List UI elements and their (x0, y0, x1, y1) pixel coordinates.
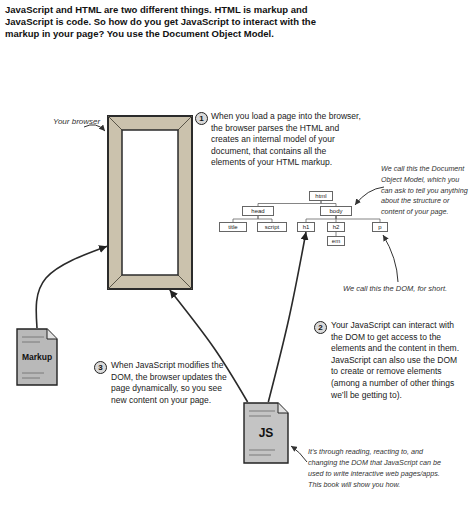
browser-window: Your browser (107, 115, 193, 290)
browser-frame (107, 115, 193, 290)
tree-branch (233, 216, 258, 222)
flow-arrow (268, 232, 306, 402)
document-name: JS (259, 426, 274, 440)
callout-circle: 1 (195, 112, 208, 125)
markup-file-icon: Markup (16, 328, 58, 386)
browser-viewport (122, 130, 178, 275)
callout-circle: 3 (94, 361, 107, 374)
tree-branch (258, 216, 272, 222)
element-name: html (315, 193, 326, 200)
leader-arrow (291, 446, 307, 462)
text-holder: body (321, 207, 351, 215)
file-scribble (22, 337, 44, 338)
frame-outer (108, 116, 192, 289)
callout-text: Your JavaScript can interact with the DO… (331, 320, 466, 401)
element-name: em (332, 238, 340, 245)
element-name: script (265, 224, 279, 231)
callout-text: When you load a page into the browser, t… (211, 111, 363, 169)
text-holder: script (258, 223, 286, 231)
leader-arrow (355, 187, 384, 205)
frame-bevel (108, 275, 122, 289)
file-page (17, 329, 57, 385)
callout-number: 3 (98, 364, 102, 372)
text-holder: Your browser (53, 117, 100, 126)
text-holder: title (220, 223, 246, 231)
handwritten-note: We call this the DOM, for short. (343, 284, 471, 294)
tree-branch (336, 216, 337, 222)
handwritten-note: It’s through reading, reacting to, and c… (308, 446, 444, 490)
file-scribble (249, 455, 271, 456)
element-name: p (378, 224, 381, 231)
handwritten-note: We call this the Document Object Model, … (381, 164, 469, 218)
text-holder: p (373, 223, 387, 231)
text-holder: h2 (328, 223, 344, 231)
text-holder: Markup (16, 328, 58, 386)
file-scribble (22, 373, 44, 374)
text-holder: html (310, 192, 332, 200)
file-scribble (249, 450, 275, 451)
frame-bevel (178, 275, 192, 289)
file-scribble (249, 411, 275, 412)
text-holder: JS (243, 402, 289, 464)
text-holder: head (243, 207, 273, 215)
flow-arrow (36, 246, 107, 328)
tree-branch (336, 216, 380, 222)
dom-element-box: html (309, 191, 333, 201)
callout-text: When JavaScript modifies the DOM, the br… (111, 360, 230, 406)
file-scribble (22, 378, 40, 379)
text-holder: em (328, 237, 344, 245)
element-name: title (228, 224, 237, 231)
dom-element-box: p (372, 222, 388, 232)
dom-element-box: em (327, 236, 345, 246)
tree-branch (258, 201, 321, 206)
file-scribble (22, 342, 40, 343)
file-fold (278, 403, 288, 413)
heading-text: JavaScript and HTML are two different th… (5, 4, 335, 40)
dom-element-box: script (257, 222, 287, 232)
file-fold (47, 329, 57, 339)
callout-number: 2 (318, 324, 322, 332)
tree-branch (306, 216, 336, 222)
element-name: body (329, 208, 342, 215)
flow-arrow (170, 290, 248, 402)
text-holder: 3 (95, 362, 106, 373)
text-holder: 1 (196, 113, 207, 124)
callout-number: 1 (199, 115, 203, 123)
element-name: h1 (303, 224, 310, 231)
browser-label: Your browser (53, 117, 100, 126)
tree-branch (321, 201, 336, 206)
frame-bevel (108, 116, 122, 130)
dom-element-box: h1 (297, 222, 315, 232)
tree-branch (336, 232, 337, 236)
dom-element-box: title (219, 222, 247, 232)
dom-element-box: head (242, 206, 274, 216)
script-file-icon: JS (243, 402, 289, 464)
callout-circle: 2 (314, 321, 327, 334)
frame-bevel (178, 116, 192, 130)
dom-element-box: h2 (327, 222, 345, 232)
element-name: head (251, 208, 264, 215)
leader-arrow (383, 235, 398, 282)
document-name: Markup (22, 352, 52, 362)
file-scribble (249, 416, 271, 417)
text-holder: 2 (315, 322, 326, 333)
dom-element-box: body (320, 206, 352, 216)
text-holder: h1 (298, 223, 314, 231)
file-page (244, 403, 288, 463)
element-name: h2 (333, 224, 340, 231)
